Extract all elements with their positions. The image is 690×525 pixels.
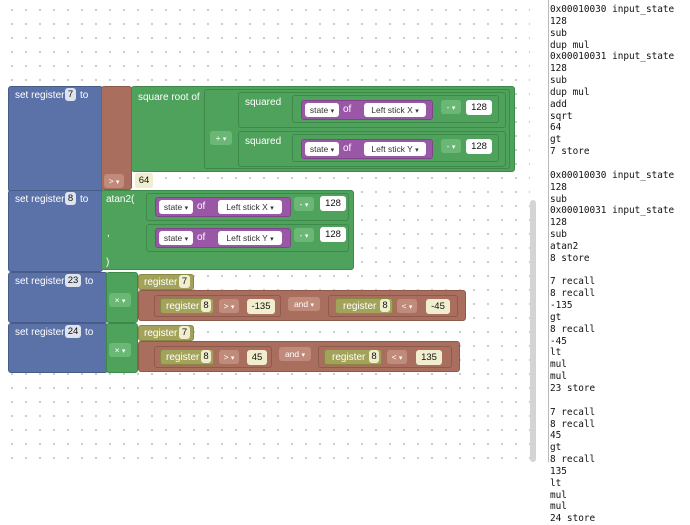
squared-label-y: squared bbox=[245, 136, 282, 147]
paren-close-label: ) bbox=[106, 257, 110, 268]
and-operator-dropdown-23[interactable]: and ▾ bbox=[288, 297, 320, 311]
register-number-8[interactable]: 8 bbox=[65, 192, 76, 205]
register-label: register bbox=[144, 277, 178, 288]
workspace-scrollbar[interactable] bbox=[530, 200, 536, 462]
register-7-value-a[interactable]: 7 bbox=[179, 275, 190, 288]
stick-dropdown-x1[interactable]: Left stick X ▾ bbox=[364, 103, 426, 117]
state-dropdown-atan-y[interactable]: state ▾ bbox=[159, 231, 193, 245]
value-128-3[interactable]: 128 bbox=[320, 196, 346, 211]
set-register-24-block[interactable] bbox=[8, 323, 108, 373]
stick-dropdown-y1[interactable]: Left stick Y ▾ bbox=[364, 142, 426, 156]
gt-operator-dropdown-24[interactable]: > ▾ bbox=[219, 350, 239, 364]
value-128-2[interactable]: 128 bbox=[466, 139, 492, 154]
value-neg45[interactable]: -45 bbox=[426, 299, 450, 314]
register-label: register bbox=[144, 328, 178, 339]
generated-code-text: 0x00010030 input_state 128 sub dup mul 0… bbox=[550, 4, 675, 525]
stick-dropdown-y2[interactable]: Left stick Y ▾ bbox=[218, 231, 282, 245]
register-8-value-c[interactable]: 8 bbox=[201, 350, 211, 363]
value-128-4[interactable]: 128 bbox=[320, 227, 346, 242]
set-register-23-block[interactable] bbox=[8, 272, 108, 323]
gt-operator-dropdown-23[interactable]: > ▾ bbox=[219, 299, 239, 313]
set-register-label: set register bbox=[15, 90, 65, 101]
value-45[interactable]: 45 bbox=[247, 350, 267, 365]
value-neg135[interactable]: -135 bbox=[247, 299, 275, 314]
value-135[interactable]: 135 bbox=[416, 350, 442, 365]
of-label-atan-y: of bbox=[197, 232, 206, 243]
register-8-value-d[interactable]: 8 bbox=[369, 350, 379, 363]
lt-operator-dropdown-23[interactable]: < ▾ bbox=[397, 299, 417, 313]
state-dropdown-x[interactable]: state ▾ bbox=[305, 103, 339, 117]
times-operator-dropdown-23[interactable]: × ▾ bbox=[109, 293, 131, 307]
register-number-7[interactable]: 7 bbox=[65, 88, 76, 101]
to-label: to bbox=[80, 194, 89, 205]
register-value-block-8d[interactable] bbox=[324, 349, 382, 365]
minus-operator-dropdown-3[interactable]: - ▾ bbox=[294, 197, 314, 211]
register-label: register bbox=[332, 352, 366, 363]
plus-operator-dropdown[interactable]: + ▾ bbox=[210, 131, 232, 145]
gt-operator-dropdown[interactable]: > ▾ bbox=[104, 174, 124, 188]
register-label: register bbox=[166, 301, 200, 312]
of-label-x: of bbox=[343, 104, 352, 115]
blocks-workspace[interactable]: set register 7 to > ▾ 64 square root of … bbox=[0, 0, 530, 462]
register-number-24[interactable]: 24 bbox=[65, 325, 81, 338]
register-number-23[interactable]: 23 bbox=[65, 274, 81, 287]
set-register-label: set register bbox=[15, 194, 65, 205]
lt-operator-dropdown-24[interactable]: < ▾ bbox=[387, 350, 407, 364]
of-label-atan-x: of bbox=[197, 201, 206, 212]
to-label: to bbox=[80, 90, 89, 101]
register-7-value-b[interactable]: 7 bbox=[179, 326, 190, 339]
set-register-7-block[interactable] bbox=[8, 86, 103, 192]
of-label-y: of bbox=[343, 143, 352, 154]
generated-code-panel: 0x00010030 input_state 128 sub dup mul 0… bbox=[548, 0, 690, 524]
register-value-block-8c[interactable] bbox=[160, 349, 214, 365]
register-8-value-b[interactable]: 8 bbox=[380, 299, 390, 312]
greater-than-compare-block[interactable] bbox=[101, 86, 132, 190]
register-8-value-a[interactable]: 8 bbox=[201, 299, 211, 312]
minus-operator-dropdown-1[interactable]: - ▾ bbox=[441, 100, 461, 114]
stick-dropdown-x2[interactable]: Left stick X ▾ bbox=[218, 200, 282, 214]
register-value-block-8a[interactable] bbox=[160, 298, 214, 314]
to-label: to bbox=[85, 327, 94, 338]
set-register-label: set register bbox=[15, 327, 65, 338]
and-operator-dropdown-24[interactable]: and ▾ bbox=[279, 347, 311, 361]
state-dropdown-atan-x[interactable]: state ▾ bbox=[159, 200, 193, 214]
register-label: register bbox=[166, 352, 200, 363]
squared-label-x: squared bbox=[245, 97, 282, 108]
minus-operator-dropdown-4[interactable]: - ▾ bbox=[294, 228, 314, 242]
set-register-label: set register bbox=[15, 276, 65, 287]
square-root-label: square root of bbox=[138, 92, 200, 103]
set-register-8-block[interactable] bbox=[8, 190, 103, 272]
comma-label: , bbox=[107, 228, 110, 239]
register-value-block-8b[interactable] bbox=[335, 298, 393, 314]
register-label: register bbox=[343, 301, 377, 312]
to-label: to bbox=[85, 276, 94, 287]
value-128-1[interactable]: 128 bbox=[466, 100, 492, 115]
times-operator-dropdown-24[interactable]: × ▾ bbox=[109, 343, 131, 357]
atan2-label: atan2( bbox=[106, 194, 135, 205]
minus-operator-dropdown-2[interactable]: - ▾ bbox=[441, 139, 461, 153]
state-dropdown-y[interactable]: state ▾ bbox=[305, 142, 339, 156]
threshold-64-value[interactable]: 64 bbox=[135, 173, 153, 188]
